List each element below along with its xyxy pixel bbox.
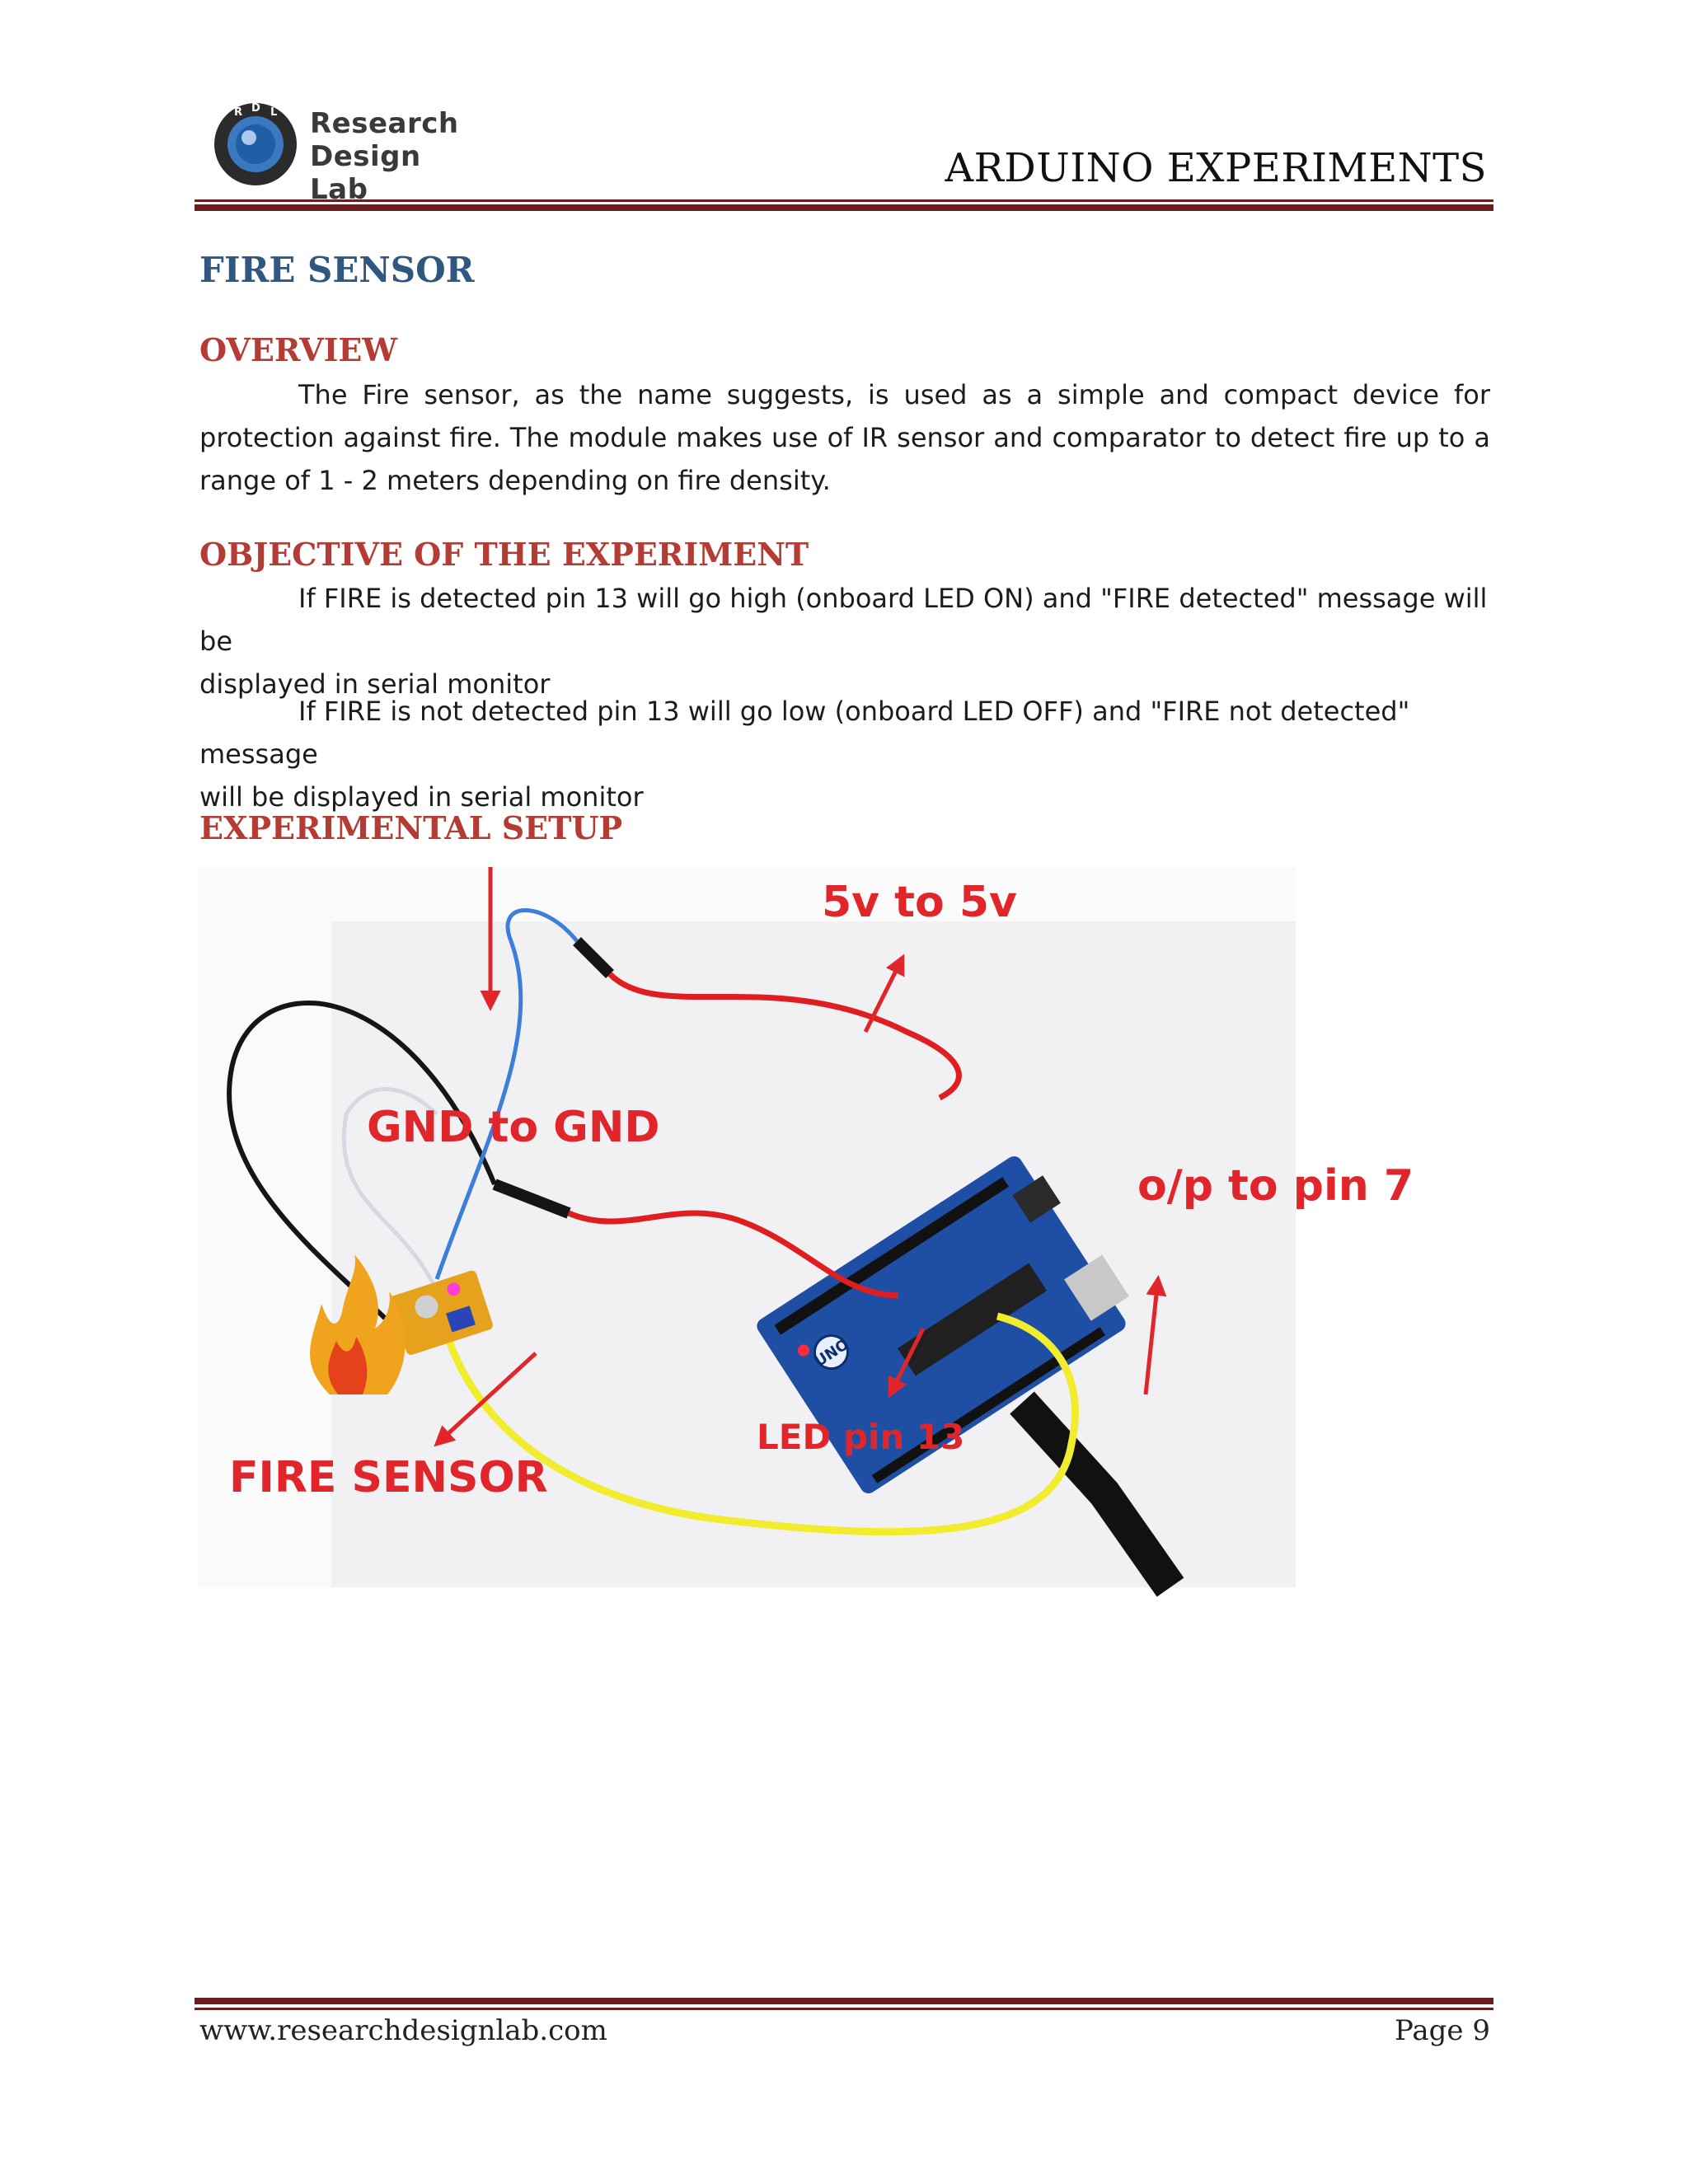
logo-text-line2: Design Lab (310, 140, 421, 206)
led-arrow (888, 1327, 926, 1399)
objective-paragraph-1: If FIRE is detected pin 13 will go high … (199, 577, 1490, 705)
output-arrow (1143, 1275, 1167, 1395)
overview-heading: OVERVIEW (199, 331, 398, 368)
objective-p1-line2: displayed in serial monitor (199, 668, 551, 700)
vcc-label: 5v to 5v (822, 878, 1017, 927)
vcc-arrow (863, 954, 905, 1033)
blue-wire (434, 908, 579, 1280)
overview-text: The Fire sensor, as the name suggests, i… (199, 379, 1490, 496)
objective-heading: OBJECTIVE OF THE EXPERIMENT (199, 536, 809, 573)
footer-divider (195, 2008, 1493, 2010)
page-number: Page 9 (1395, 2014, 1490, 2047)
header-divider (195, 199, 1493, 202)
gnd-label: GND to GND (367, 1103, 660, 1152)
logo-text-line1: Research (310, 107, 459, 140)
led-label: LED pin 13 (757, 1417, 964, 1457)
red-wire-5v (607, 972, 962, 1101)
logo-letter-r: R (234, 106, 242, 119)
logo-letter-l: L (270, 106, 277, 119)
usb-cable (1010, 1391, 1184, 1597)
setup-photo: UNO GND to GND 5v to 5v o/p to pin 7 LED… (198, 867, 1414, 1597)
blue-wire-connector (573, 937, 614, 978)
company-logo: R D L Research Design Lab (213, 97, 485, 206)
objective-p2-line1: If FIRE is not detected pin 13 will go l… (199, 696, 1410, 770)
white-wire (341, 1087, 448, 1313)
arduino-board: UNO (757, 1156, 1129, 1494)
black-wire-connector (492, 1179, 571, 1219)
objective-p2-line2: will be displayed in serial monitor (199, 781, 644, 813)
fire-sensor-module (390, 1270, 493, 1355)
red-wire (567, 1210, 899, 1299)
logo-letter-d: D (251, 102, 260, 115)
header-title: ARDUINO EXPERIMENTS (945, 145, 1487, 191)
yellow-wire (441, 1312, 1079, 1536)
logo-emblem-icon: R D L (214, 102, 297, 185)
objective-paragraph-2: If FIRE is not detected pin 13 will go l… (199, 690, 1490, 818)
flame-icon (310, 1254, 406, 1394)
photo-backdrop (331, 921, 1296, 1587)
black-wire (227, 1001, 497, 1331)
objective-p1-line1: If FIRE is detected pin 13 will go high … (199, 583, 1488, 657)
sensor-arrow (434, 1352, 537, 1447)
setup-heading: EXPERIMENTAL SETUP (199, 809, 623, 846)
header-divider-thick (195, 204, 1493, 211)
page-title: FIRE SENSOR (199, 250, 475, 290)
footer-url: www.researchdesignlab.com (199, 2014, 607, 2047)
sensor-label: FIRE SENSOR (229, 1453, 548, 1502)
footer-divider-thick (195, 1998, 1493, 2004)
overview-paragraph: The Fire sensor, as the name suggests, i… (199, 373, 1490, 502)
output-label: o/p to pin 7 (1137, 1161, 1414, 1211)
